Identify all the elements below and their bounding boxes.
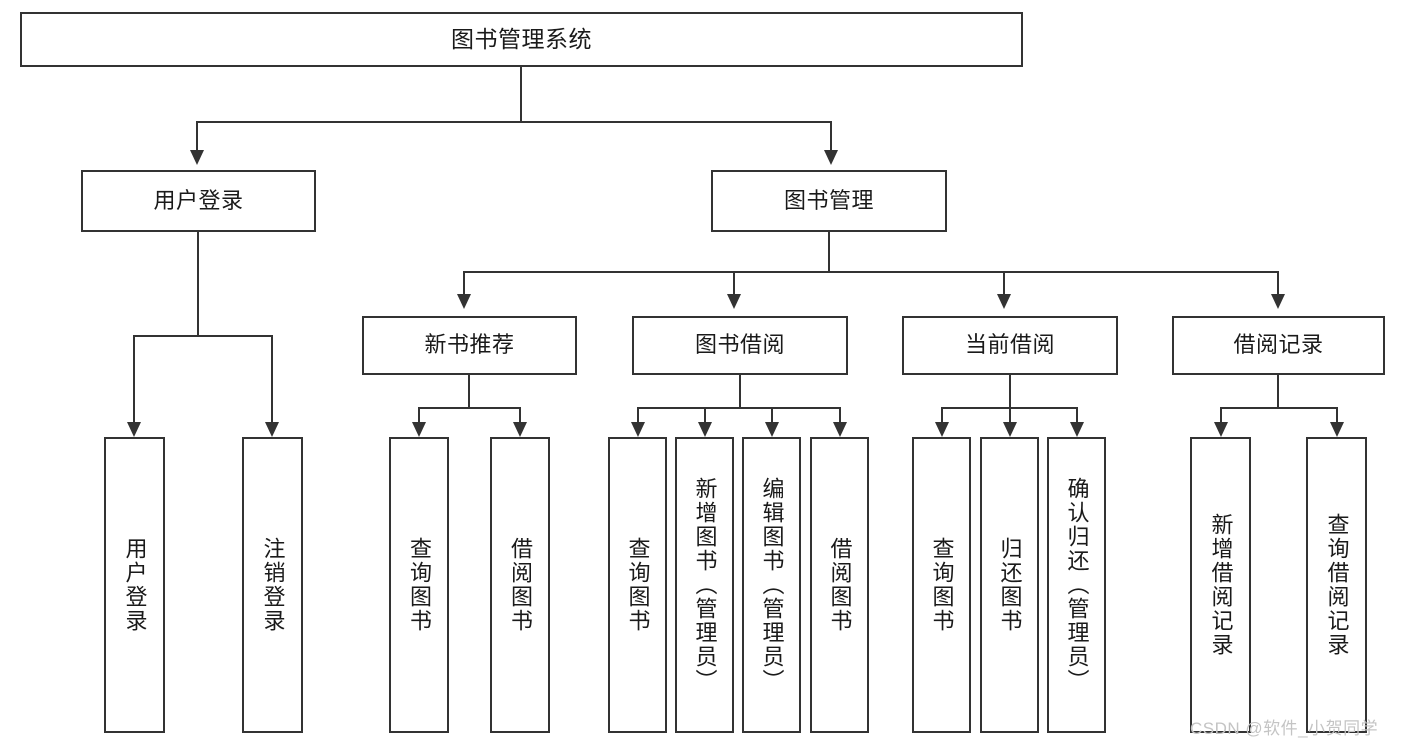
arrowhead-user-login <box>190 150 204 165</box>
node-new-book-recommend[interactable]: 新书推荐 <box>362 316 577 375</box>
connector-root-stem <box>520 67 522 122</box>
connector-root-to-book-manage <box>830 121 832 150</box>
node-label: 归还图书 <box>997 537 1023 633</box>
node-label: 新书推荐 <box>424 332 515 358</box>
connector-new-book-to-leaf-2 <box>519 407 521 423</box>
node-label: 查询图书 <box>929 537 955 633</box>
connector-new-book-bus <box>418 407 521 409</box>
node-leaf-confirm-return-admin[interactable]: 确认归还（管理员） <box>1047 437 1106 733</box>
connector-root-bus <box>196 121 832 123</box>
node-root-system[interactable]: 图书管理系统 <box>20 12 1023 67</box>
connector-user-login-to-leaf-2 <box>271 335 273 423</box>
connector-book-manage-bus <box>463 271 1279 273</box>
connector-book-manage-to-book-borrow <box>733 271 735 295</box>
node-leaf-query-book-2[interactable]: 查询图书 <box>608 437 667 733</box>
connector-borrow-record-bus <box>1220 407 1338 409</box>
node-leaf-add-book-admin[interactable]: 新增图书（管理员） <box>675 437 734 733</box>
node-label: 图书管理 <box>783 187 874 213</box>
arrowhead-leaf-borrow-book-2 <box>833 422 847 437</box>
connector-current-borrow-to-leaf-2 <box>1009 407 1011 423</box>
connector-current-borrow-stem <box>1009 375 1011 408</box>
node-leaf-logout-login[interactable]: 注销登录 <box>242 437 303 733</box>
connector-book-borrow-to-leaf-4 <box>839 407 841 423</box>
node-label: 查询图书 <box>625 537 651 633</box>
arrowhead-borrow-record <box>1271 294 1285 309</box>
node-label: 新增图书（管理员） <box>692 477 718 693</box>
arrowhead-book-manage <box>824 150 838 165</box>
connector-current-borrow-to-leaf-1 <box>941 407 943 423</box>
node-label: 编辑图书（管理员） <box>759 477 785 693</box>
arrowhead-leaf-query-borrow-record <box>1330 422 1344 437</box>
connector-new-book-stem <box>468 375 470 408</box>
node-leaf-query-borrow-record[interactable]: 查询借阅记录 <box>1306 437 1367 733</box>
arrowhead-leaf-query-book-2 <box>631 422 645 437</box>
node-label: 确认归还（管理员） <box>1064 477 1090 693</box>
node-label: 借阅记录 <box>1233 332 1324 358</box>
arrowhead-leaf-logout-login <box>265 422 279 437</box>
arrowhead-leaf-edit-book-admin <box>765 422 779 437</box>
node-leaf-borrow-book-2[interactable]: 借阅图书 <box>810 437 869 733</box>
connector-borrow-record-to-leaf-2 <box>1336 407 1338 423</box>
connector-book-manage-to-current-borrow <box>1003 271 1005 295</box>
connector-book-manage-to-borrow-record <box>1277 271 1279 295</box>
node-label: 新增借阅记录 <box>1208 513 1234 657</box>
node-leaf-add-borrow-record[interactable]: 新增借阅记录 <box>1190 437 1251 733</box>
connector-book-borrow-bus <box>637 407 841 409</box>
node-leaf-edit-book-admin[interactable]: 编辑图书（管理员） <box>742 437 801 733</box>
connector-current-borrow-to-leaf-3 <box>1076 407 1078 423</box>
arrowhead-leaf-add-book-admin <box>698 422 712 437</box>
node-label: 用户登录 <box>153 187 244 213</box>
node-label: 用户登录 <box>122 537 148 633</box>
arrowhead-current-borrow <box>997 294 1011 309</box>
arrowhead-leaf-query-book-3 <box>935 422 949 437</box>
node-book-manage[interactable]: 图书管理 <box>711 170 947 232</box>
arrowhead-leaf-add-borrow-record <box>1214 422 1228 437</box>
node-label: 当前借阅 <box>964 332 1055 358</box>
node-label: 图书管理系统 <box>451 25 592 52</box>
node-label: 借阅图书 <box>827 537 853 633</box>
connector-root-to-user-login <box>196 121 198 150</box>
node-leaf-borrow-book-1[interactable]: 借阅图书 <box>490 437 550 733</box>
arrowhead-book-borrow <box>727 294 741 309</box>
connector-book-borrow-to-leaf-2 <box>704 407 706 423</box>
connector-user-login-stem <box>197 232 199 336</box>
connector-book-manage-to-new-book <box>463 271 465 295</box>
connector-book-borrow-to-leaf-3 <box>771 407 773 423</box>
node-label: 查询图书 <box>407 537 432 633</box>
node-leaf-query-book-1[interactable]: 查询图书 <box>389 437 449 733</box>
node-label: 注销登录 <box>260 537 286 633</box>
node-label: 查询借阅记录 <box>1324 513 1350 657</box>
arrowhead-leaf-confirm-return-admin <box>1070 422 1084 437</box>
connector-user-login-bus <box>133 335 273 337</box>
node-leaf-user-login[interactable]: 用户登录 <box>104 437 165 733</box>
arrowhead-leaf-query-book-1 <box>412 422 426 437</box>
node-label: 图书借阅 <box>694 332 785 358</box>
arrowhead-leaf-borrow-book-1 <box>513 422 527 437</box>
connector-user-login-to-leaf-1 <box>133 335 135 423</box>
connector-book-manage-stem <box>828 232 830 272</box>
watermark-text: CSDN @软件_小贺同学 <box>1190 719 1379 738</box>
node-leaf-return-book[interactable]: 归还图书 <box>980 437 1039 733</box>
node-borrow-record[interactable]: 借阅记录 <box>1172 316 1385 375</box>
connector-book-borrow-to-leaf-1 <box>637 407 639 423</box>
connector-book-borrow-stem <box>739 375 741 408</box>
connector-new-book-to-leaf-1 <box>418 407 420 423</box>
node-book-borrow[interactable]: 图书借阅 <box>632 316 848 375</box>
connector-borrow-record-to-leaf-1 <box>1220 407 1222 423</box>
arrowhead-leaf-return-book <box>1003 422 1017 437</box>
arrowhead-leaf-user-login <box>127 422 141 437</box>
connector-borrow-record-stem <box>1277 375 1279 408</box>
node-label: 借阅图书 <box>508 537 533 633</box>
node-leaf-query-book-3[interactable]: 查询图书 <box>912 437 971 733</box>
node-user-login[interactable]: 用户登录 <box>81 170 316 232</box>
arrowhead-new-book-recommend <box>457 294 471 309</box>
node-current-borrow[interactable]: 当前借阅 <box>902 316 1118 375</box>
